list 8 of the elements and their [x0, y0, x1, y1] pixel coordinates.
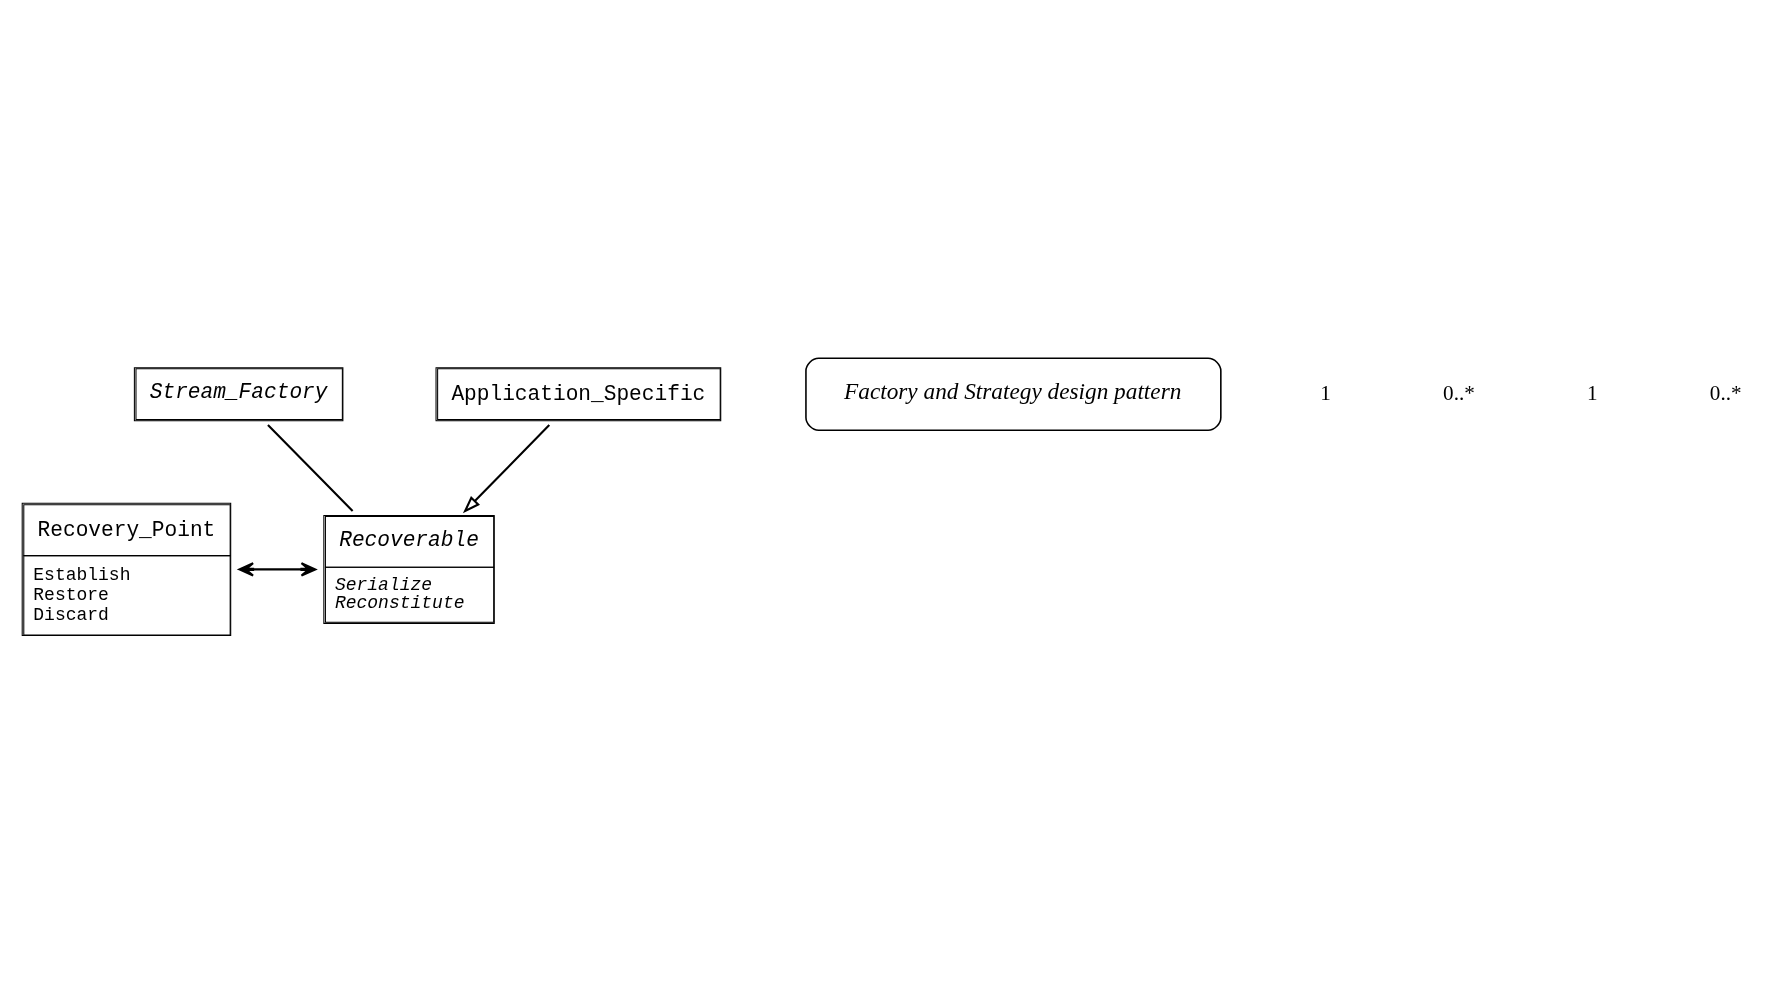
node-box: Factory and Strategy design pattern — [804, 356, 1222, 431]
connector — [266, 423, 353, 512]
label: 1 — [1586, 380, 1598, 405]
arrow — [237, 561, 316, 577]
label: 0..* — [1442, 380, 1475, 405]
label: 0..* — [1709, 380, 1742, 405]
label: 1 — [1319, 380, 1331, 405]
arrow — [462, 423, 550, 513]
